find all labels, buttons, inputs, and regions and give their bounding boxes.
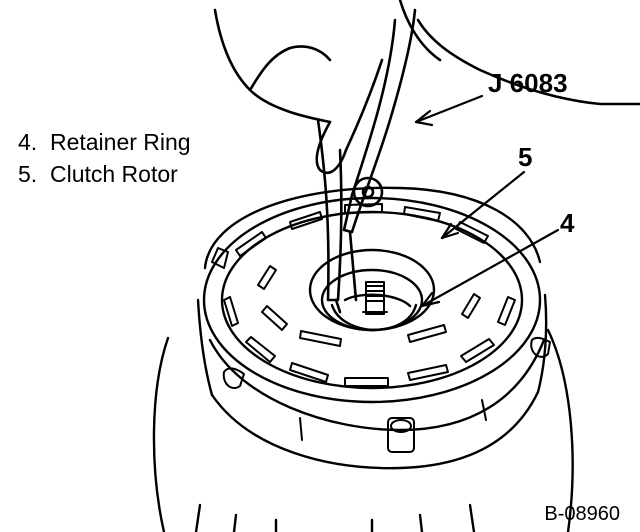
legend-label: Retainer Ring	[49, 129, 191, 155]
legend-item-clutch-rotor: 5. Clutch Rotor	[18, 163, 178, 186]
clutch-rotor-shell	[196, 186, 548, 470]
callout-tool-label: J 6083	[488, 68, 568, 98]
rim-lugs	[211, 247, 551, 453]
technician-hand	[213, 0, 640, 175]
legend-number: 4.	[18, 129, 38, 155]
compressor-body	[152, 328, 574, 532]
legend-label: Clutch Rotor	[49, 161, 178, 187]
snap-ring-pliers	[316, 8, 417, 314]
leader-arrows	[414, 94, 560, 308]
legend-number: 5.	[18, 161, 38, 187]
shaft	[362, 281, 388, 315]
legend-item-retainer-ring: 4. Retainer Ring	[18, 131, 191, 154]
callout-4-label: 4	[560, 208, 575, 238]
figure-id: B-08960	[544, 503, 620, 525]
callout-5-label: 5	[518, 142, 533, 172]
